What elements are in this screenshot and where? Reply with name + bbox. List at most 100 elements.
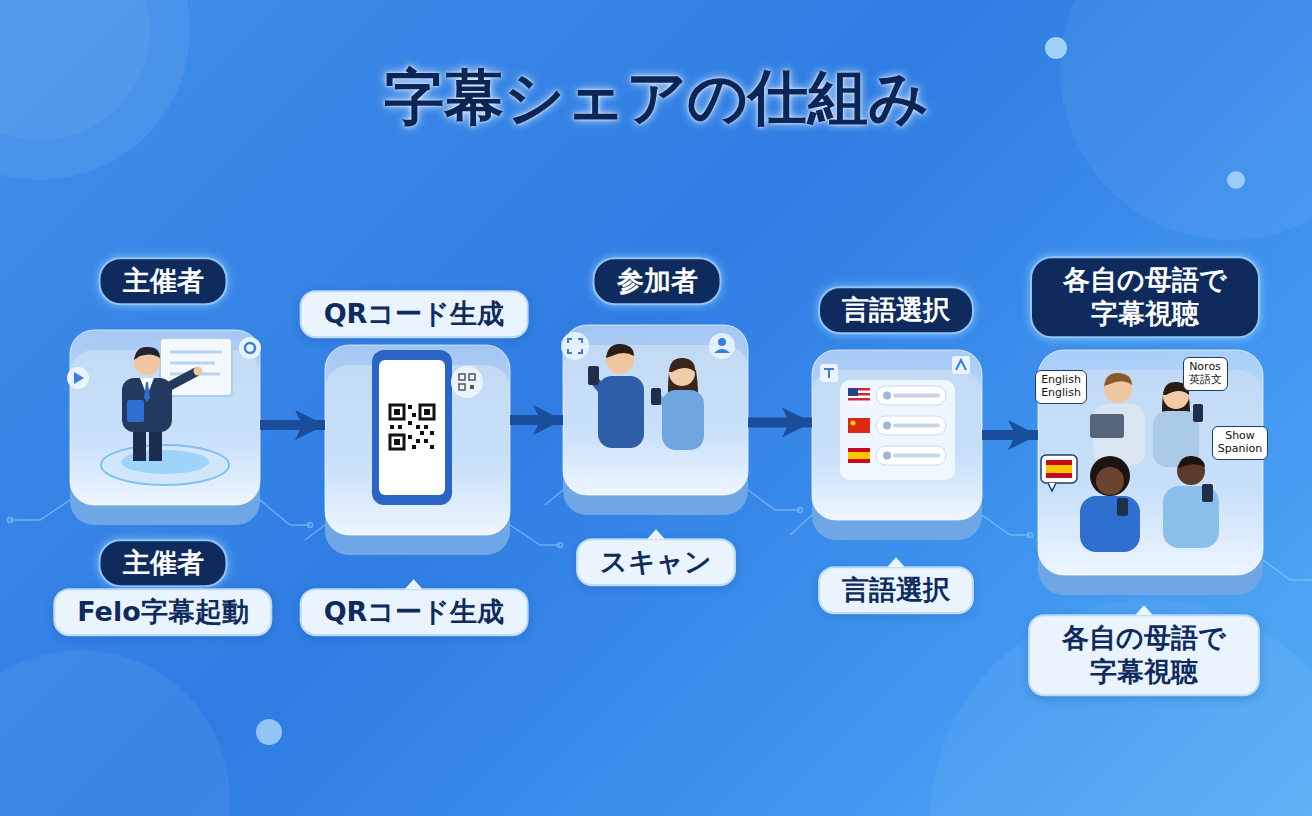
language-list-part bbox=[848, 452, 870, 459]
platform-tiles-part bbox=[812, 350, 982, 520]
label-pill: 各自の母語で 字幕視聴 bbox=[1028, 614, 1260, 696]
platform-tiles-part bbox=[563, 325, 748, 495]
phone-qr-part bbox=[372, 350, 452, 505]
phone-qr-part-part bbox=[430, 445, 434, 449]
viewers-figure-part bbox=[1041, 455, 1077, 483]
participants-figure-part bbox=[606, 344, 634, 358]
speech-bubble: Noros 英語文 bbox=[1183, 357, 1228, 390]
stage-label: 主催者 bbox=[123, 547, 204, 578]
language-list-part bbox=[848, 418, 870, 433]
language-list-part bbox=[820, 364, 838, 382]
circuit-lines-part bbox=[982, 515, 1030, 535]
title: 字幕シェアの仕組み bbox=[384, 62, 929, 132]
flow-arrow bbox=[260, 420, 325, 430]
viewers-figure-part bbox=[1178, 456, 1205, 468]
presenter-figure-part bbox=[166, 372, 196, 388]
label-pill: QRコード生成 bbox=[300, 290, 529, 338]
phone-qr-part bbox=[451, 366, 483, 398]
viewers-figure-part bbox=[1117, 498, 1128, 516]
presenter-figure-part bbox=[67, 367, 89, 389]
participants-figure-part bbox=[568, 339, 582, 353]
circuit-lines-part bbox=[1028, 533, 1033, 538]
stage-tile: 主催者主催者Felo字幕起動 bbox=[70, 330, 260, 505]
circuit-lines-part bbox=[545, 490, 563, 505]
phone-qr bbox=[372, 350, 483, 505]
label-pill: 参加者 bbox=[593, 257, 722, 305]
stage-label: QRコード生成 bbox=[324, 298, 505, 329]
phone-qr-part-part bbox=[390, 405, 404, 419]
language-list-part bbox=[883, 422, 891, 430]
stage-label: 言語選択 bbox=[842, 574, 950, 605]
language-list-part bbox=[876, 446, 946, 465]
label-pill: 主催者 bbox=[99, 539, 228, 587]
phone-qr-part-part bbox=[394, 409, 400, 415]
viewers-figure-part bbox=[1104, 373, 1132, 386]
bubble-text: English English bbox=[1041, 374, 1081, 399]
bubble-text: Noros 英語文 bbox=[1189, 361, 1222, 386]
phone-qr-part bbox=[469, 374, 475, 380]
presenter-figure-part bbox=[160, 338, 232, 396]
label-pill: 主催者 bbox=[99, 257, 228, 305]
stage-label: スキャン bbox=[600, 546, 712, 577]
language-list-part bbox=[848, 388, 858, 396]
participants-figure-part bbox=[718, 338, 726, 346]
language-list-part bbox=[824, 369, 834, 378]
label-pill: Felo字幕起動 bbox=[53, 588, 272, 636]
presenter-figure-part bbox=[127, 400, 144, 422]
phone-qr-part-part bbox=[420, 405, 434, 419]
circuit-lines-part bbox=[10, 500, 70, 520]
presenter-figure bbox=[67, 337, 261, 485]
phone-qr-part-part bbox=[390, 435, 404, 449]
participants-figure-part bbox=[662, 390, 704, 450]
phone-qr-part-part bbox=[416, 439, 420, 443]
viewers-figure-part bbox=[1046, 460, 1072, 478]
viewers-figure-part bbox=[1202, 484, 1213, 502]
language-list-part bbox=[883, 392, 891, 400]
flow-arrow bbox=[510, 415, 563, 425]
stage-tile: 参加者スキャン bbox=[563, 325, 748, 495]
phone-qr-part-part bbox=[424, 425, 428, 429]
phone-qr-part-part bbox=[390, 425, 394, 429]
viewers-figure-part bbox=[1096, 467, 1124, 495]
speech-bubble: Show Spanion bbox=[1212, 426, 1268, 459]
flow-arrow bbox=[748, 418, 812, 428]
circuit-lines-part bbox=[308, 523, 313, 528]
label-pill: スキャン bbox=[576, 538, 736, 586]
label-pill: QRコード生成 bbox=[300, 588, 529, 636]
presenter-figure-part bbox=[239, 337, 261, 359]
platform-tiles bbox=[70, 325, 1263, 595]
participants-figure-part bbox=[561, 332, 589, 360]
language-list-part bbox=[848, 448, 870, 463]
participants-figure bbox=[561, 332, 735, 450]
participants-figure-part bbox=[588, 366, 599, 385]
stage-tile: 言語選択言語選択 bbox=[812, 350, 982, 520]
phone-qr-part-part bbox=[416, 425, 420, 429]
phone-qr-part-part bbox=[420, 431, 424, 435]
language-list-part bbox=[956, 360, 966, 370]
language-list-part bbox=[895, 424, 938, 428]
label-pill: 言語選択 bbox=[818, 286, 974, 334]
language-list-part bbox=[840, 380, 955, 480]
phone-qr-part-part bbox=[398, 425, 402, 429]
stage-label: 参加者 bbox=[617, 265, 698, 296]
background-decor-part bbox=[256, 719, 282, 745]
language-list-part bbox=[952, 356, 970, 374]
presenter-figure-part bbox=[101, 445, 229, 485]
stage-tile: QRコード生成QRコード生成 bbox=[325, 345, 510, 535]
language-list-part bbox=[848, 398, 870, 401]
viewers-figure-part bbox=[1048, 483, 1056, 491]
background-decor-part bbox=[0, 650, 230, 816]
platform-tiles-part bbox=[70, 330, 260, 505]
presenter-figure-part bbox=[194, 367, 203, 376]
viewers-figure-part bbox=[1090, 414, 1124, 438]
language-list-part bbox=[848, 388, 870, 403]
participants-figure-part bbox=[669, 358, 695, 372]
platform-tiles-part bbox=[1038, 350, 1263, 575]
presenter-figure-part bbox=[74, 372, 84, 384]
participants-figure-part bbox=[651, 388, 661, 405]
phone-qr-part bbox=[470, 385, 474, 389]
phone-qr-part-part bbox=[412, 445, 416, 449]
presenter-figure-part bbox=[170, 351, 222, 354]
